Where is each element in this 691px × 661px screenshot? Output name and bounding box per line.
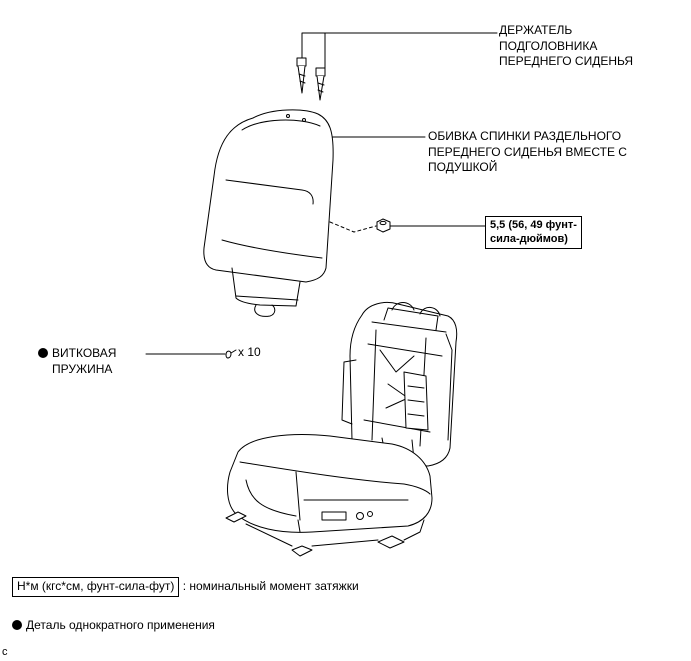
torque-legend: Н*м (кгс*см, фунт-сила-фут) : номинальны… bbox=[12, 577, 359, 597]
torque-legend-desc: : номинальный момент затяжки bbox=[182, 579, 359, 593]
seat-rails bbox=[225, 511, 425, 557]
nut bbox=[376, 218, 391, 233]
single-use-dot-icon bbox=[38, 348, 48, 358]
figure-code: c bbox=[2, 646, 8, 658]
spring-quantity: x 10 bbox=[238, 345, 261, 359]
seat-cushion bbox=[227, 434, 433, 533]
seatback-cover bbox=[203, 109, 334, 317]
single-use-legend-dot-icon bbox=[12, 620, 22, 630]
headrest-holder-label: ДЕРЖАТЕЛЬ ПОДГОЛОВНИКА ПЕРЕДНЕГО СИДЕНЬЯ bbox=[499, 23, 634, 68]
coil-spring-label: ВИТКОВАЯ ПРУЖИНА bbox=[38, 346, 116, 377]
headrest-holder-left bbox=[296, 57, 307, 94]
seatback-cover-label: ОБИВКА СПИНКИ РАЗДЕЛЬНОГО ПЕРЕДНЕГО СИДЕ… bbox=[428, 129, 627, 174]
coil-spring bbox=[225, 349, 237, 359]
torque-legend-key: Н*м (кгс*см, фунт-сила-фут) bbox=[12, 577, 180, 597]
torque-spec-box: 5,5 (56, 49 фунт- сила-дюймов) bbox=[485, 216, 582, 249]
single-use-legend: Деталь однократного применения bbox=[12, 618, 215, 634]
headrest-holder-right bbox=[315, 67, 326, 101]
